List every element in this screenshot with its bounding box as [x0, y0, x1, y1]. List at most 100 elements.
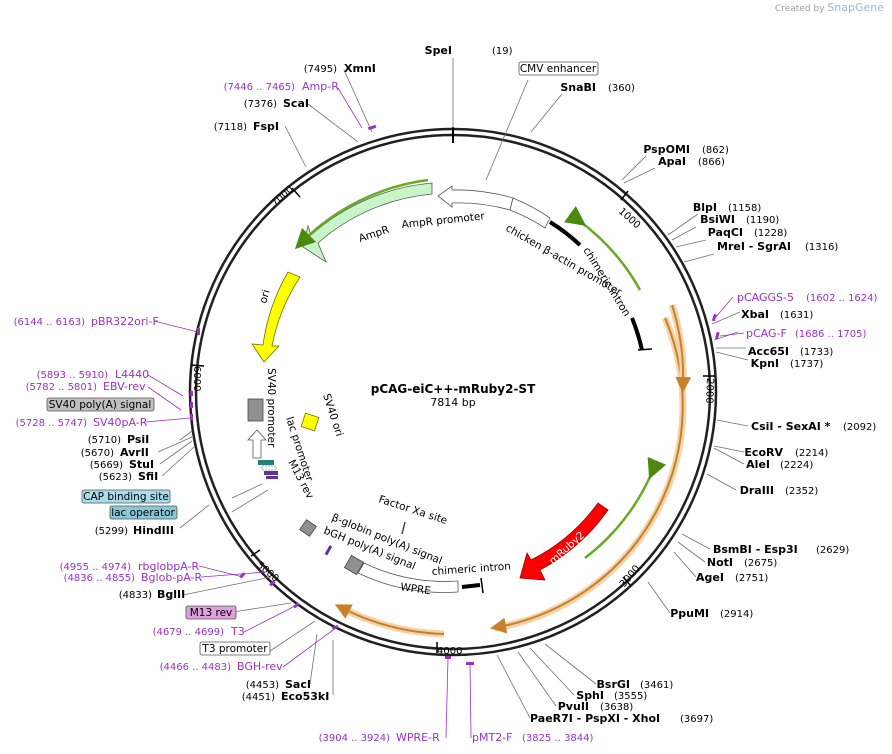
site-PpuMI: PpuMI	[670, 607, 709, 620]
pos-SfiI: (5623)	[99, 472, 132, 483]
primerpos-pBR322ori-F: (6144 .. 6163)	[14, 317, 86, 328]
orange-orf-line	[490, 317, 684, 634]
primerpos-rbglobpA-R: (4955 .. 4974)	[60, 562, 132, 573]
site-AleI: AleI	[746, 458, 770, 471]
site-ScaI: ScaI	[283, 97, 309, 110]
site-DraIII: DraIII	[740, 484, 774, 497]
pos-SacI: (4453)	[246, 680, 279, 691]
pos-DraIII: (2352)	[785, 486, 818, 497]
mruby2-feature[interactable]	[519, 502, 609, 581]
primer-EBV-rev: EBV-rev	[103, 380, 146, 393]
pos-SnaBI: (360)	[608, 83, 635, 94]
bgh-polya-feature[interactable]	[343, 554, 365, 576]
site-AvrII: AvrII	[120, 446, 149, 459]
site-XmnI: XmnI	[344, 62, 376, 75]
primerpos-pCAGGS-5: (1602 .. 1624)	[806, 293, 878, 304]
primer-L4440: L4440	[115, 368, 149, 381]
tick-2000: 2000	[703, 378, 715, 404]
svg-text:SV40 poly(A) signal: SV40 poly(A) signal	[49, 399, 152, 411]
primer-T3: T3	[230, 625, 245, 638]
primerpos-T3: (4679 .. 4699)	[153, 627, 225, 638]
primerpos-pCAG-F: (1686 .. 1705)	[795, 329, 867, 340]
svg-text:M13 rev: M13 rev	[190, 607, 233, 619]
pos-SpeI: (19)	[492, 46, 513, 57]
primer-rbglobpA-R: rbglobpA-R	[138, 560, 199, 573]
sv40-polya-feature[interactable]	[247, 398, 264, 422]
wpre-feature[interactable]	[357, 562, 459, 593]
pos-PaeR7I: (3697)	[680, 714, 713, 725]
site-ApaI: ApaI	[658, 155, 686, 168]
pos-PspOMI: (862)	[702, 145, 729, 156]
pos-PvuII: (3638)	[600, 702, 633, 713]
site-FspI: FspI	[253, 120, 279, 133]
primerpos-SV40pA-R: (5728 .. 5747)	[16, 418, 88, 429]
pos-PpuMI: (2914)	[720, 609, 753, 620]
site-CsiI: CsiI - SexAI *	[751, 420, 831, 433]
site-SphI: SphI	[576, 689, 604, 702]
site-PspOMI: PspOMI	[643, 143, 690, 156]
site-BsiWI: BsiWI	[700, 213, 735, 226]
primer-SV40pA-R: SV40pA-R	[93, 416, 148, 429]
site-PaeR7I: PaeR7I - PspXI - XhoI	[530, 712, 660, 725]
primer-BGH-rev: BGH-rev	[237, 660, 283, 673]
site-BsrGI: BsrGI	[597, 678, 630, 691]
tick-6000: 6000	[191, 366, 202, 391]
lac-operator-box[interactable]: lac operator	[109, 505, 178, 520]
sv40-ori-label: SV40 ori	[320, 392, 345, 438]
sv40-promoter-feature[interactable]	[247, 429, 267, 459]
primer-Bglob-pA-R: Bglob-pA-R	[141, 571, 203, 584]
pos-Eco53kI: (4451)	[242, 692, 275, 703]
pos-BsmBI: (2629)	[816, 545, 849, 556]
cmv-enhancer-box[interactable]: CMV enhancer	[518, 61, 599, 76]
chimeric-intron-label-1: chimeric intron	[580, 245, 632, 319]
sv40-polya-box[interactable]: SV40 poly(A) signal	[46, 397, 155, 412]
pos-Acc65I: (1733)	[800, 347, 833, 358]
primer-pBR322ori-F: pBR322ori-F	[91, 315, 159, 328]
chicken-actin-promoter-feature[interactable]	[509, 197, 551, 229]
pos-CsiI: (2092)	[843, 422, 876, 433]
site-PaqCI: PaqCI	[708, 226, 743, 239]
site-BglII: BglII	[157, 588, 185, 601]
m13-rev-box[interactable]: M13 rev	[185, 605, 237, 620]
chimeric-intron-label-2: chimeric intron	[431, 560, 511, 577]
pos-AleI: (2224)	[780, 460, 813, 471]
lac-region-markers	[258, 460, 278, 479]
site-EcoRV: EcoRV	[744, 446, 783, 459]
primer-pCAG-F: pCAG-F	[746, 327, 787, 340]
site-MreI: MreI - SgrAI	[717, 240, 791, 253]
pos-XmnI: (7495)	[304, 64, 337, 75]
site-BlpI: BlpI	[693, 201, 717, 214]
mruby2-orf-line	[584, 456, 667, 559]
pos-BglII: (4833)	[119, 590, 152, 601]
site-BsmBI: BsmBI - Esp3I	[713, 543, 798, 556]
site-SacI: SacI	[285, 678, 311, 691]
primerpos-pMT2-F: (3825 .. 3844)	[522, 733, 594, 744]
ampr-promoter-feature[interactable]	[437, 185, 514, 211]
pos-AgeI: (2751)	[735, 573, 768, 584]
site-KpnI: KpnI	[751, 357, 779, 370]
site-AgeI: AgeI	[696, 571, 724, 584]
pos-PsiI: (5710)	[88, 435, 121, 446]
beta-globin-feature[interactable]	[299, 519, 317, 537]
pos-NotI: (2675)	[744, 558, 777, 569]
site-PsiI: PsiI	[127, 433, 149, 446]
pos-StuI: (5669)	[90, 460, 123, 471]
credit-brand: SnapGene	[827, 1, 884, 14]
sv40-ori-feature[interactable]	[300, 412, 320, 432]
intron-segment-2	[630, 317, 644, 351]
tick-4000: 4000	[437, 646, 462, 657]
pos-HindIII: (5299)	[95, 526, 128, 537]
primerpos-EBV-rev: (5782 .. 5801)	[26, 382, 98, 393]
ampr-promoter-label: AmpR promoter	[401, 210, 486, 231]
primer-Amp-R: Amp-R	[302, 80, 339, 93]
site-PvuII: PvuII	[558, 700, 589, 713]
bottom-orf-line	[334, 604, 445, 635]
ampr-orf-line	[294, 178, 429, 250]
cap-binding-site-box[interactable]: CAP binding site	[81, 489, 171, 504]
ori-feature[interactable]	[251, 271, 301, 363]
ampr-feature[interactable]	[302, 182, 433, 264]
t3-promoter-box[interactable]: T3 promoter	[199, 641, 271, 656]
pos-BsiWI: (1190)	[746, 215, 779, 226]
site-NotI: NotI	[707, 556, 733, 569]
